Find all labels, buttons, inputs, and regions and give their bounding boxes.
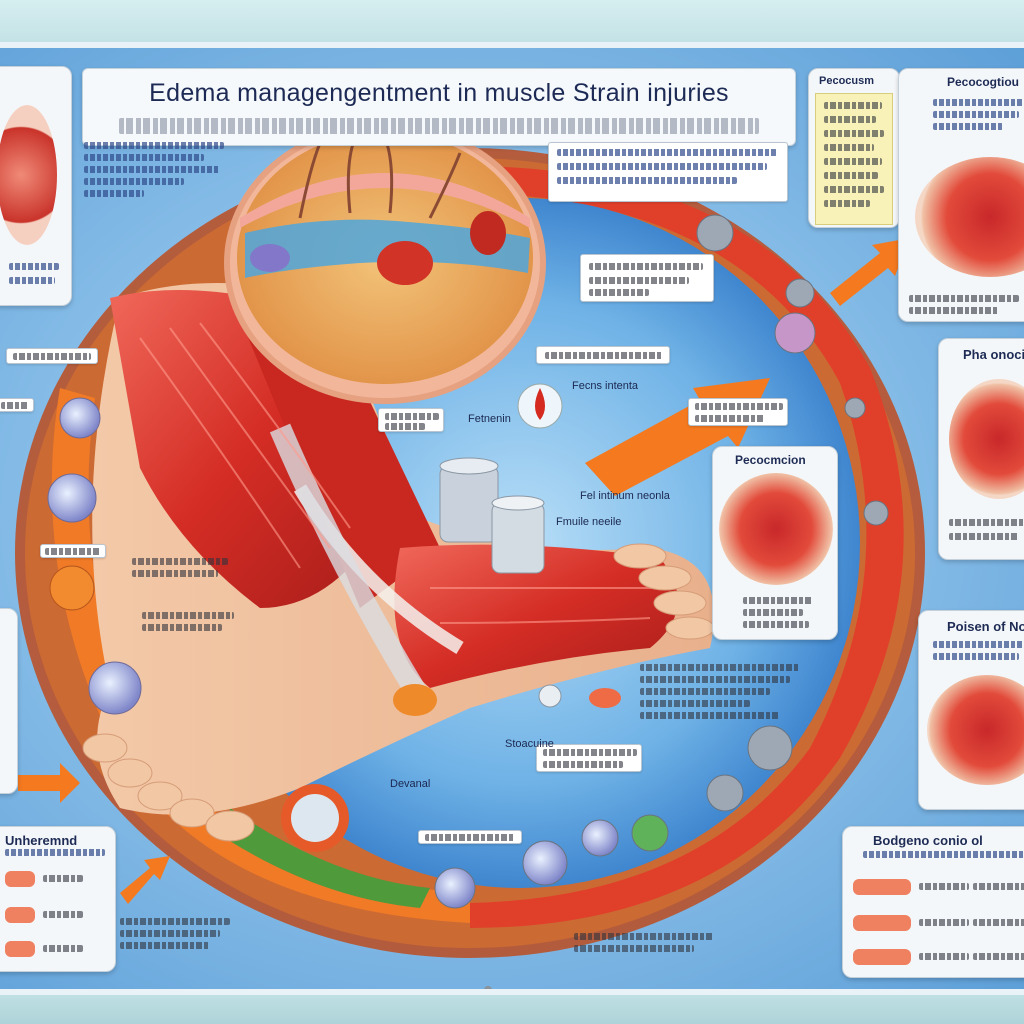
callout-right-mid [688,398,788,426]
panel-top-right-b-title: Pecocogtiou [947,75,1020,89]
panel-right-low-title: Poisen of Not [947,619,1024,634]
label-stoacuine: Stoacuine [505,738,554,750]
callout-mid-upper [580,254,714,302]
foot-muscle [394,544,678,688]
band-cells-left [47,397,349,852]
green-patch [225,808,430,908]
label-fecns-intenta: Fecns intenta [572,380,639,392]
tissue-top-layer [240,173,530,228]
toes-right [613,543,715,640]
panel-right-mid: Pha onocio [938,338,1024,560]
poster-title: Edema managengentment in muscle Strain i… [149,79,729,107]
tag-left-2 [0,398,34,412]
tissue-muscle-bundle [377,241,433,285]
red-droplet [535,388,545,420]
tissue-muscle-bundle-2 [470,211,506,255]
panel-bottom-right: Bodgeno conio ol [842,826,1024,978]
label-fetnenin: Fetnenin [468,413,511,425]
panel-center: Pecocmcion [712,446,838,640]
orange-arrow-bottom [120,856,170,904]
panel-top-left [0,66,72,306]
toes-left [82,733,255,842]
label-fel-intinum: Fel intinum neonla [580,490,670,502]
panel-top-right-a-title: Pecocusm [819,75,875,87]
panel-bottom-left-title: Unheremnd [5,833,78,848]
title-subtext [119,118,759,134]
poster-pin [484,986,492,989]
poster-illustration [15,122,925,958]
label-devanal: Devanal [390,778,431,790]
wall-top [0,0,1024,42]
title-box: Edema managengentment in muscle Strain i… [82,68,796,146]
cylinders [439,457,545,574]
tag-left-1 [6,348,98,364]
orange-arrow-left [18,763,80,803]
callout-lower-center [536,744,642,772]
wall-bottom [0,995,1024,1024]
panel-center-title: Pecocmcion [735,453,806,467]
callout-mid [536,346,670,364]
text-block-bottom-left [120,918,240,958]
panel-top-right-a: Pecocusm [808,68,900,228]
callout-left-center [378,408,444,432]
tissue-cell [250,244,290,272]
text-block-right-center [640,664,810,734]
panel-right-mid-title: Pha onocio [963,347,1024,362]
panel-bottom-right-title: Bodgeno conio ol [873,833,983,848]
callout-top-center [548,142,788,202]
label-fmuile: Fmuile neeile [556,516,622,528]
ring-nodes [434,214,889,909]
orange-arrow-right [830,238,910,306]
panel-bottom-left: Unheremnd [0,826,116,972]
tag-left-3 [40,544,106,558]
bone [269,423,430,704]
text-block-left-band [132,558,242,638]
poster: Edema managengentment in muscle Strain i… [0,42,1024,995]
panel-left-mid [0,608,18,794]
panel-right-low: Poisen of Not [918,610,1024,810]
note-left-top [80,136,230,212]
panel-top-left-image [0,105,57,245]
shin-muscle [240,318,440,608]
text-block-bottom-center [574,933,724,957]
panel-top-right-b: Pecocogtiou [898,68,1024,322]
callout-bottom [418,830,522,844]
